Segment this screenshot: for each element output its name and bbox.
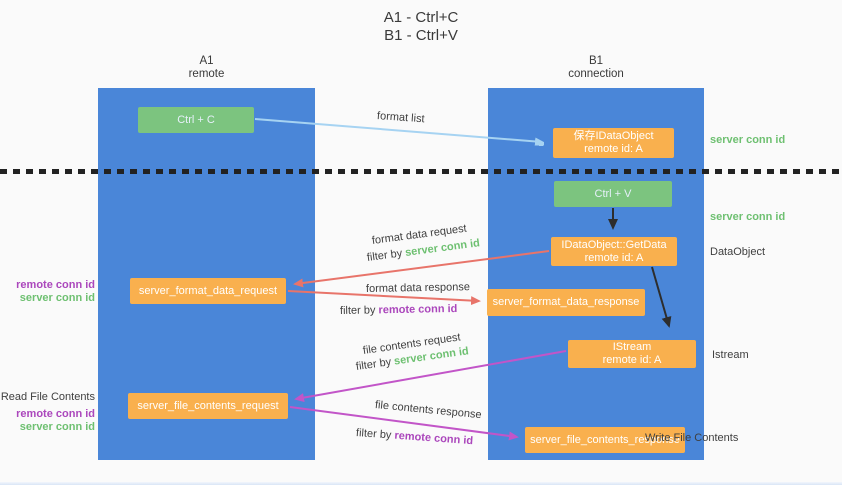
node-ctrl-v-label: Ctrl + V bbox=[594, 187, 632, 200]
node-server-format-data-response: server_format_data_response bbox=[487, 289, 645, 316]
remote-conn-id-text: remote conn id bbox=[378, 302, 458, 317]
node-ctrl-c: Ctrl + C bbox=[138, 107, 254, 133]
label-istream: Istream bbox=[712, 349, 749, 361]
node-istream: IStream remote id: A bbox=[568, 340, 696, 368]
dashed-divider bbox=[0, 169, 842, 174]
arrow-format-data-response bbox=[287, 290, 481, 306]
lifeline-header-a1: A1 remote bbox=[98, 55, 315, 81]
node-ctrl-c-label: Ctrl + C bbox=[177, 113, 215, 126]
filter-by-text: filter by bbox=[339, 304, 379, 317]
lifeline-a1-role: remote bbox=[188, 68, 225, 80]
label-conn-ids-left-1: remote conn id server conn id bbox=[0, 279, 95, 305]
arrow-format-list bbox=[254, 118, 542, 142]
node-istream-line1: IStream bbox=[612, 341, 652, 353]
arrow-file-contents-request bbox=[294, 350, 567, 403]
label-write-file-contents: Write File Contents bbox=[645, 432, 739, 444]
node-ctrl-v: Ctrl + V bbox=[554, 181, 672, 207]
remote-conn-id-label: remote conn id bbox=[16, 408, 95, 420]
server-conn-id-label: server conn id bbox=[19, 421, 95, 433]
server-conn-id-label: server conn id bbox=[19, 292, 95, 304]
title-line-2: B1 - Ctrl+V bbox=[384, 27, 458, 44]
diagram-title: A1 - Ctrl+C B1 - Ctrl+V bbox=[0, 9, 842, 45]
node-save-dataobject-line1: 保存IDataObject bbox=[573, 130, 654, 142]
arrow-format-data-request bbox=[293, 250, 550, 288]
lifeline-a1-name: A1 bbox=[199, 55, 214, 67]
lifeline-header-b1: B1 connection bbox=[488, 55, 704, 81]
node-istream-line2: remote id: A bbox=[602, 354, 662, 366]
label-conn-ids-left-2: remote conn id server conn id bbox=[0, 408, 95, 434]
node-server-file-contents-request: server_file_contents_request bbox=[128, 393, 288, 419]
node-server-file-contents-request-label: server_file_contents_request bbox=[137, 399, 279, 412]
node-getdata-line1: IDataObject::GetData bbox=[561, 238, 667, 251]
bottom-edge-strip bbox=[0, 482, 842, 485]
node-server-format-data-response-label: server_format_data_response bbox=[492, 296, 640, 308]
label-server-conn-id-right-1: server conn id bbox=[710, 134, 786, 146]
node-save-dataobject-line2: remote id: A bbox=[584, 143, 643, 155]
label-read-file-contents: Read File Contents bbox=[0, 391, 95, 403]
title-line-1: A1 - Ctrl+C bbox=[383, 9, 459, 26]
node-getdata: IDataObject::GetData remote id: A bbox=[551, 237, 677, 266]
label-server-conn-id-right-2: server conn id bbox=[710, 211, 786, 223]
lifeline-b1-name: B1 bbox=[588, 55, 604, 67]
node-getdata-line2: remote id: A bbox=[584, 251, 644, 264]
label-dataobject: DataObject bbox=[710, 246, 766, 258]
label-format-data-response: format data response bbox=[365, 281, 471, 295]
lifeline-b1-role: connection bbox=[568, 68, 624, 80]
label-filter-by-remote-conn-id-1: filter by remote conn id bbox=[340, 303, 458, 317]
node-server-format-data-request-label: server_format_data_request bbox=[138, 284, 278, 297]
arrow-getdata-to-istream bbox=[651, 266, 672, 328]
node-save-dataobject: 保存IDataObject remote id: A bbox=[553, 128, 674, 158]
node-server-file-contents-response: server_file_contents_response bbox=[525, 427, 685, 453]
node-server-format-data-request: server_format_data_request bbox=[130, 278, 286, 304]
remote-conn-id-label: remote conn id bbox=[16, 279, 95, 291]
arrow-file-contents-response bbox=[289, 406, 519, 441]
node-server-file-contents-response-label: server_file_contents_response bbox=[530, 433, 680, 446]
